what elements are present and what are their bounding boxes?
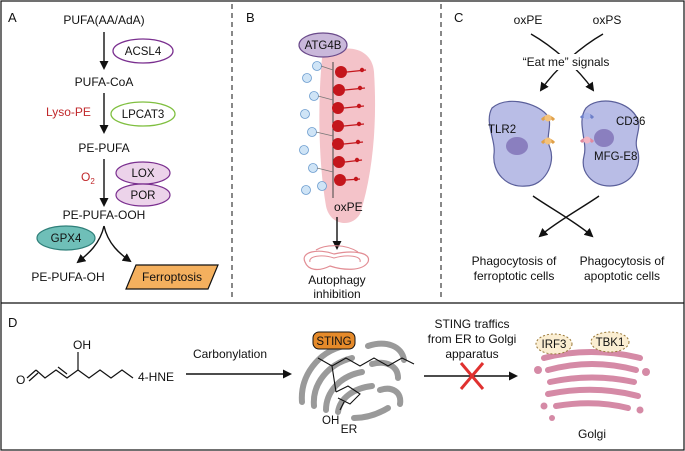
panel-a-letter: A <box>8 10 17 25</box>
membrane-band <box>319 48 376 224</box>
pe-pufa-ooh-label: PE-PUFA-OOH <box>63 208 146 222</box>
autophagosome-membrane-icon <box>303 245 370 271</box>
arrow-to-apoptotic-phagocytosis <box>532 195 594 238</box>
panel-c: C oxPE oxPS “Eat me” signals TLR2 CD36 M… <box>454 10 665 283</box>
lipid-unit <box>333 156 363 168</box>
lpcat3-label: LPCAT3 <box>122 109 165 121</box>
tlr2-receptor-icon <box>540 114 556 145</box>
tlr2-label: TLR2 <box>488 124 516 136</box>
panel-b: B ATG4B ox <box>246 10 376 301</box>
phagocytosis-apoptotic-line1: Phagocytosis of <box>580 254 665 268</box>
golgi-apparatus-icon <box>534 349 650 421</box>
ferroptosis-box <box>125 264 219 290</box>
atg4b-label: ATG4B <box>305 40 342 52</box>
lipid-unit <box>333 84 366 96</box>
o2-label: O2 <box>81 170 95 186</box>
ferroptotic-cell-nucleus <box>506 137 528 155</box>
ferroptosis-label: Ferroptosis <box>142 270 202 284</box>
mfg-e8-icon <box>579 136 595 144</box>
traffic-line1: STING traffics <box>434 317 509 331</box>
lipid-unit <box>332 102 365 114</box>
lipid-unit <box>334 174 361 186</box>
tbk1-protein <box>590 331 630 353</box>
carbonylation-label: Carbonylation <box>193 347 267 361</box>
adduct-chain <box>317 357 415 411</box>
lpcat3-enzyme <box>110 101 176 127</box>
panel-d: D OH O 4-HNE Carbonylation <box>8 315 650 441</box>
irf3-protein <box>535 333 573 355</box>
por-label: POR <box>131 190 156 202</box>
hne-structure <box>26 352 134 382</box>
inhibition-label: inhibition <box>313 287 360 301</box>
hne-o-label: O <box>16 373 25 387</box>
acsl4-enzyme <box>112 38 174 64</box>
lyso-pe-label: Lyso-PE <box>46 105 91 119</box>
lox-label: LOX <box>131 168 154 180</box>
pe-pufa-oh-label: PE-PUFA-OH <box>31 270 104 284</box>
mfg-e8-label: MFG-E8 <box>594 151 637 163</box>
pufa-coa-label: PUFA-CoA <box>75 75 134 89</box>
phagocytosis-ferroptotic-line1: Phagocytosis of <box>472 254 557 268</box>
acsl4-label: ACSL4 <box>125 46 162 58</box>
lipid-unit <box>332 120 365 132</box>
sting-label: STING <box>316 336 351 348</box>
c-oxps-label: oxPS <box>593 13 622 27</box>
panel-d-letter: D <box>8 315 17 330</box>
traffic-line2: from ER to Golgi <box>428 332 517 346</box>
panel-b-letter: B <box>246 10 255 25</box>
cd36-label: CD36 <box>616 116 645 128</box>
sting-box <box>312 331 356 350</box>
blocked-cross-icon <box>459 362 485 390</box>
lipid-unit <box>332 138 364 150</box>
autophagy-label: Autophagy <box>308 273 365 287</box>
golgi-label: Golgi <box>578 427 606 441</box>
lipid-unit <box>335 66 367 78</box>
hne-label: 4-HNE <box>138 370 174 384</box>
hne-oh-label: OH <box>73 338 91 352</box>
arrow-to-ferroptotic-phagocytosis <box>538 195 600 238</box>
phagocytosis-apoptotic-line2: apoptotic cells <box>584 269 660 283</box>
lc3-beads <box>299 61 334 195</box>
eat-me-signal-label: “Eat me” signals <box>523 55 610 69</box>
pe-pufa-label: PE-PUFA <box>78 141 129 155</box>
arrow-to-ferroptosis <box>103 225 132 263</box>
panel-c-letter: C <box>454 10 463 25</box>
panel-a: A PUFA(AA/AdA) ACSL4 PUFA-CoA Lyso-PE LP… <box>8 10 219 290</box>
apoptotic-cell-nucleus <box>594 129 614 147</box>
o2-subscript: 2 <box>90 177 95 186</box>
gpx4-label: GPX4 <box>51 233 82 245</box>
arrow-to-pe-pufa-oh <box>76 225 105 264</box>
tbk1-label: TBK1 <box>596 337 625 349</box>
por-enzyme <box>115 183 171 207</box>
signal-label-bg <box>502 54 630 70</box>
gpx4-enzyme <box>36 225 96 251</box>
b-oxpe-label: oxPE <box>334 200 363 214</box>
lipid-chain <box>332 62 367 198</box>
o2-text: O <box>81 170 90 184</box>
atg4b-protein <box>298 32 348 58</box>
c-oxpe-label: oxPE <box>514 13 543 27</box>
irf3-label: IRF3 <box>542 339 567 351</box>
pufa-label: PUFA(AA/AdA) <box>63 13 144 27</box>
er-label: ER <box>341 422 358 436</box>
cd36-receptor-icon <box>579 112 595 120</box>
er-organelle-icon <box>298 340 407 421</box>
er-oh-label: OH <box>322 415 339 427</box>
phagocytosis-ferroptotic-line2: ferroptotic cells <box>474 269 555 283</box>
traffic-line3: apparatus <box>445 347 498 361</box>
